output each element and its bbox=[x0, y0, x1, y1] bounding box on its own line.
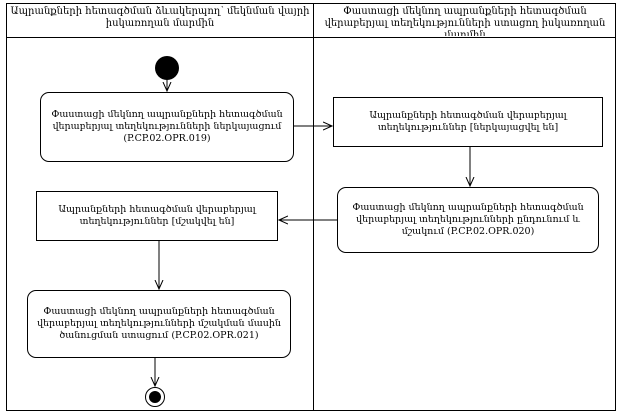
lane-header-left: Ապրանքների հետագծման ձևակերպող՝ մեկնման … bbox=[10, 6, 310, 29]
object-tracking-info-processed-label: Ապրանքների հետագծման վերաբերյալ տեղեկութ… bbox=[58, 204, 256, 227]
final-node bbox=[145, 387, 165, 407]
action-submit-tracking-info-label: Փաստացի մեկնող ապրանքների հետագծման վերա… bbox=[51, 109, 283, 144]
action-receive-processing-notice[interactable]: Փաստացի մեկնող ապրանքների հետագծման վերա… bbox=[27, 290, 291, 358]
object-tracking-info-submitted[interactable]: Ապրանքների հետագծման վերաբերյալ տեղեկութ… bbox=[333, 97, 603, 147]
action-receive-processing-notice-label: Փաստացի մեկնող ապրանքների հետագծման վերա… bbox=[37, 306, 281, 341]
lane-header-divider bbox=[6, 37, 616, 38]
lane-header-right: Փաստացի մեկնող ապրանքների հետագծման վերա… bbox=[324, 6, 606, 36]
action-submit-tracking-info[interactable]: Փաստացի մեկնող ապրանքների հետագծման վերա… bbox=[40, 92, 294, 162]
object-tracking-info-submitted-label: Ապրանքների հետագծման վերաբերյալ տեղեկութ… bbox=[369, 110, 567, 133]
swimlane-frame bbox=[6, 3, 616, 411]
action-receive-process-tracking-info[interactable]: Փաստացի մեկնող ապրանքների հետագծման վերա… bbox=[337, 187, 599, 253]
start-node bbox=[155, 56, 179, 80]
lane-divider bbox=[313, 3, 314, 411]
object-tracking-info-processed[interactable]: Ապրանքների հետագծման վերաբերյալ տեղեկութ… bbox=[36, 191, 278, 241]
action-receive-process-tracking-info-label: Փաստացի մեկնող ապրանքների հետագծման վերա… bbox=[352, 202, 584, 237]
